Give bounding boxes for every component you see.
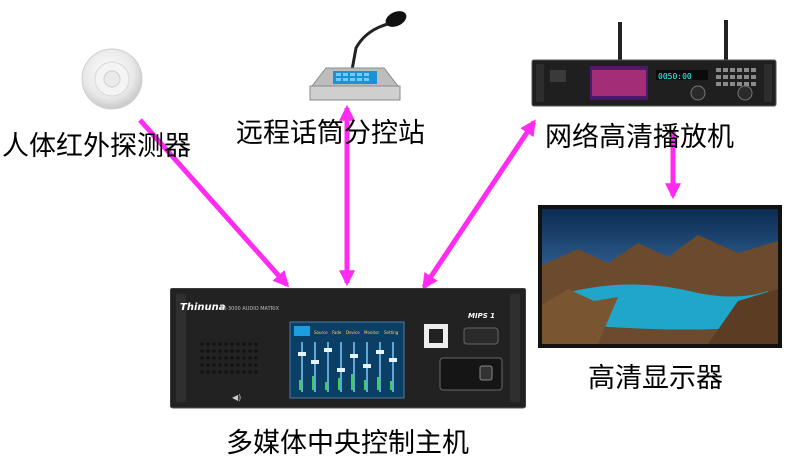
arrow-player-host: [421, 119, 537, 290]
label-host: 多媒体中央控制主机: [226, 428, 469, 459]
player-readout: 0050:00: [658, 72, 692, 81]
host-brand: Thinuna: [180, 302, 226, 313]
rack-control-host-icon: Thinuna PX-3000 AUDIO MATRIX ◀) Source F…: [170, 288, 526, 410]
gooseneck-mic-station-icon: [300, 8, 410, 108]
host-menu-0: Source: [314, 330, 328, 335]
host-badge: MIPS 1: [468, 312, 495, 320]
label-sensor: 人体红外探测器: [2, 131, 191, 162]
ceiling-pir-sensor-icon: [80, 47, 145, 112]
label-display: 高清显示器: [588, 363, 723, 394]
label-mic-station: 远程话筒分控站: [236, 118, 425, 149]
host-model: PX-3000 AUDIO MATRIX: [220, 306, 280, 312]
host-menu-4: Setting: [384, 330, 399, 335]
host-menu-3: Monitor: [364, 330, 380, 335]
rack-media-player-icon: 0050:00: [530, 18, 780, 108]
arrow-sensor-to-host: [138, 118, 290, 288]
svg-text:◀): ◀): [232, 393, 241, 402]
host-menu-1: Fade: [332, 330, 342, 335]
flat-panel-display-icon: [538, 205, 782, 348]
label-player: 网络高清播放机: [545, 122, 734, 153]
host-menu-2: Device: [346, 330, 360, 335]
